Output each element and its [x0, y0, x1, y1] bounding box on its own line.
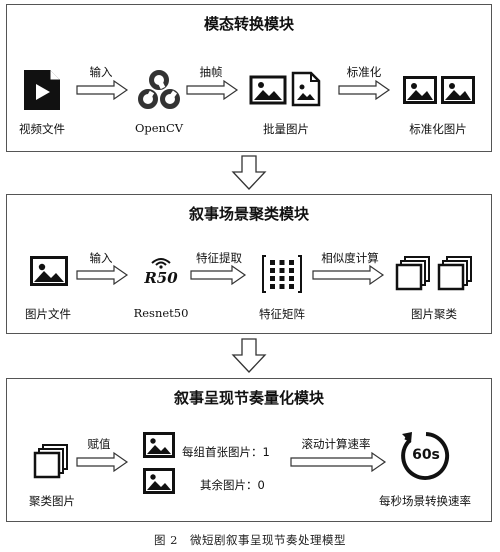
scene-rate-label: 每秒场景转换速率	[379, 494, 471, 508]
resnet-logo-icon: R50	[140, 254, 182, 290]
arrow-right	[312, 264, 385, 286]
resnet-logo-text: R50	[144, 269, 178, 287]
feature-matrix-icon	[262, 254, 302, 294]
first-image-value: 每组首张图片：1	[182, 445, 270, 459]
rest-image-value: 其余图片：0	[200, 478, 265, 492]
module-title: 叙事呈现节奏量化模块	[173, 389, 324, 407]
cluster-stack-icon	[395, 256, 430, 291]
flow-down-arrow	[231, 155, 267, 191]
image-file-label: 图片文件	[25, 307, 71, 321]
arrow-label-input: 输入	[89, 65, 113, 79]
standardized-images-label: 标准化图片	[409, 122, 467, 136]
image-clustering-label: 图片聚类	[411, 307, 457, 321]
flow-down-arrow	[231, 338, 267, 374]
video-file-label: 视频文件	[19, 122, 65, 136]
arrow-label-feature-extraction: 特征提取	[196, 251, 242, 265]
arrow-right	[190, 264, 247, 286]
standardized-image-icon	[403, 76, 437, 104]
resnet-label: Resnet50	[133, 306, 189, 320]
opencv-logo-icon	[137, 68, 181, 112]
video-file-icon	[22, 68, 62, 112]
standardized-image-icon	[441, 76, 475, 104]
rest-image-icon	[143, 468, 175, 494]
module-rhythm-quantification: 叙事呈现节奏量化模块	[6, 378, 492, 522]
arrow-right	[338, 79, 391, 101]
cluster-stack-icon	[33, 444, 68, 479]
timer-text: 60s	[412, 447, 440, 463]
arrow-label-similarity: 相似度计算	[321, 251, 379, 265]
module-title: 叙事场景聚类模块	[188, 205, 309, 223]
module-title: 模态转换模块	[203, 15, 294, 33]
arrow-right	[76, 451, 129, 473]
clustered-images-label: 聚类图片	[29, 494, 75, 508]
opencv-label: OpenCV	[134, 121, 184, 135]
batch-image-icon	[249, 75, 287, 105]
arrow-label-rolling-rate: 滚动计算速率	[301, 437, 371, 451]
feature-matrix-label: 特征矩阵	[259, 307, 305, 321]
arrow-label-assign: 赋值	[87, 437, 111, 451]
image-file-icon	[291, 71, 321, 107]
batch-images-label: 批量图片	[263, 122, 309, 136]
figure-caption: 图 2 微短剧叙事呈现节奏处理模型	[154, 533, 346, 547]
arrow-right	[76, 79, 129, 101]
arrow-label-standardize: 标准化	[346, 65, 382, 79]
arrow-right	[290, 451, 387, 473]
image-file-icon	[30, 256, 68, 286]
first-image-icon	[143, 432, 175, 458]
timer-60s-icon: 60s	[398, 428, 454, 484]
arrow-label-extract-frames: 抽帧	[199, 65, 223, 79]
arrow-label-input: 输入	[89, 251, 113, 265]
cluster-stack-icon	[437, 256, 472, 291]
arrow-right	[76, 264, 129, 286]
arrow-right	[186, 79, 239, 101]
